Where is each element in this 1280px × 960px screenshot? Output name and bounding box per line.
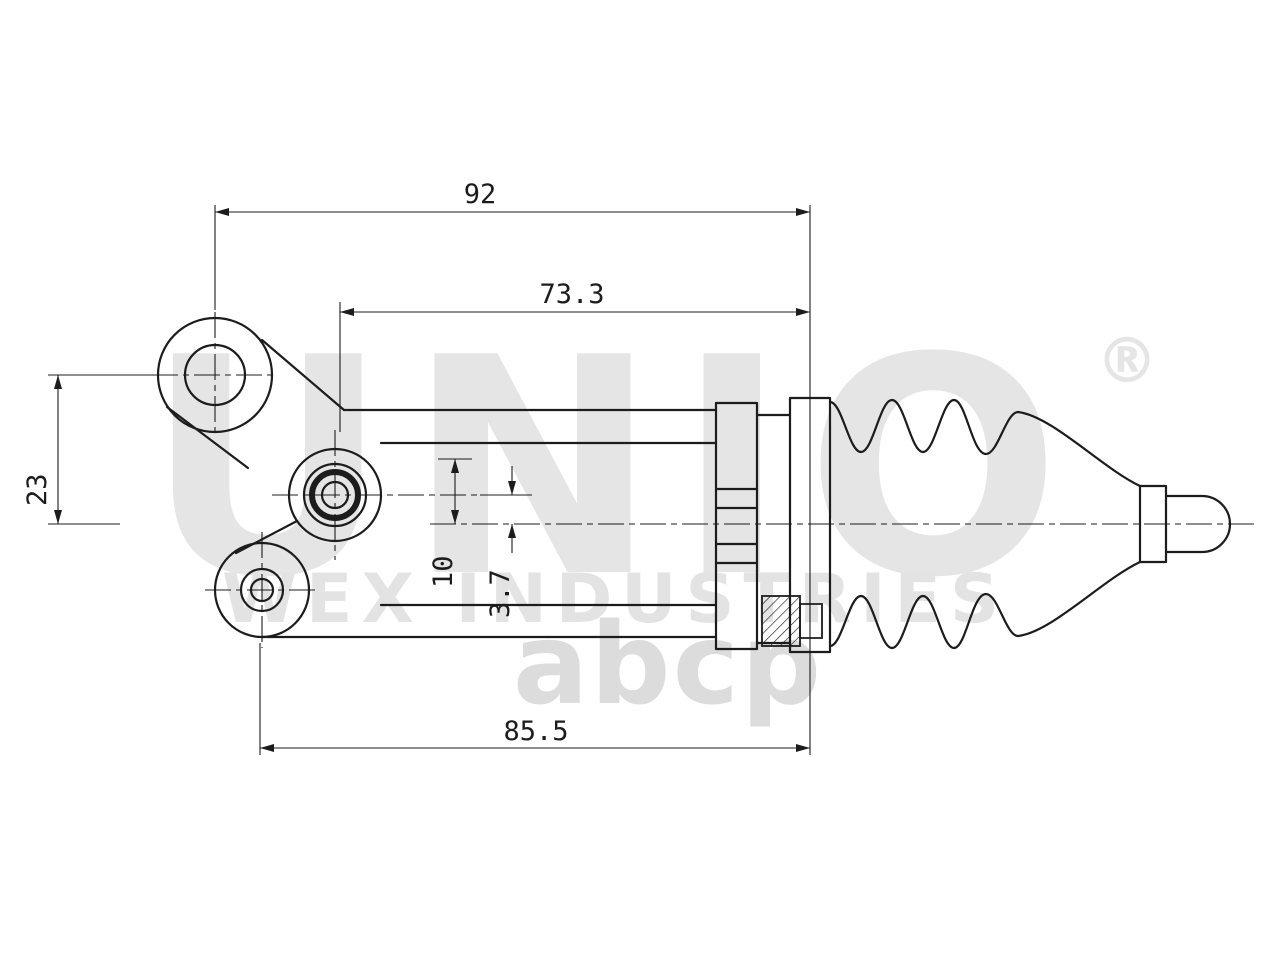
dim-body-length-label: 73.3: [539, 279, 604, 310]
bellows-boot: [828, 398, 1142, 650]
mounting-flange: [714, 401, 759, 651]
lower-eye-bore: [249, 577, 275, 603]
dim-offset-major-label: 10: [428, 555, 459, 588]
dim-mount-length-label: 85.5: [503, 716, 568, 747]
dim-overall-length-label: 92: [464, 179, 497, 210]
watermark-registered-icon: ®: [1096, 324, 1158, 397]
push-rod-tip: [1138, 484, 1232, 564]
boss-bushing: [309, 469, 361, 521]
center-boss: [287, 447, 383, 543]
watermark-subtitle: WEX INDUSTRIES: [222, 560, 1008, 639]
boot-retainer: [788, 396, 832, 654]
centerline-marks: [152, 312, 1255, 648]
boss-bore: [320, 480, 350, 510]
dim-offset-minor-label: 3.7: [485, 569, 516, 618]
bleeder-cap: [799, 603, 823, 639]
dimensions: 92 73.3 85.5 23 10 3.7: [22, 179, 811, 755]
lower-eye-ring: [239, 567, 285, 613]
pivot-eye-bore: [183, 343, 247, 407]
dim-eye-offset-label: 23: [22, 473, 53, 506]
watermark: UNIO ® WEX INDUSTRIES abcp: [145, 294, 1158, 730]
bleeder-body: [761, 595, 801, 647]
part-view: [156, 316, 1232, 654]
boss-ring: [302, 462, 368, 528]
centerlines: [152, 312, 1255, 648]
bleeder-valve: [761, 595, 823, 647]
lever-arm: [165, 338, 346, 555]
cylinder-body: [260, 408, 718, 639]
boss-outer: [287, 447, 383, 543]
